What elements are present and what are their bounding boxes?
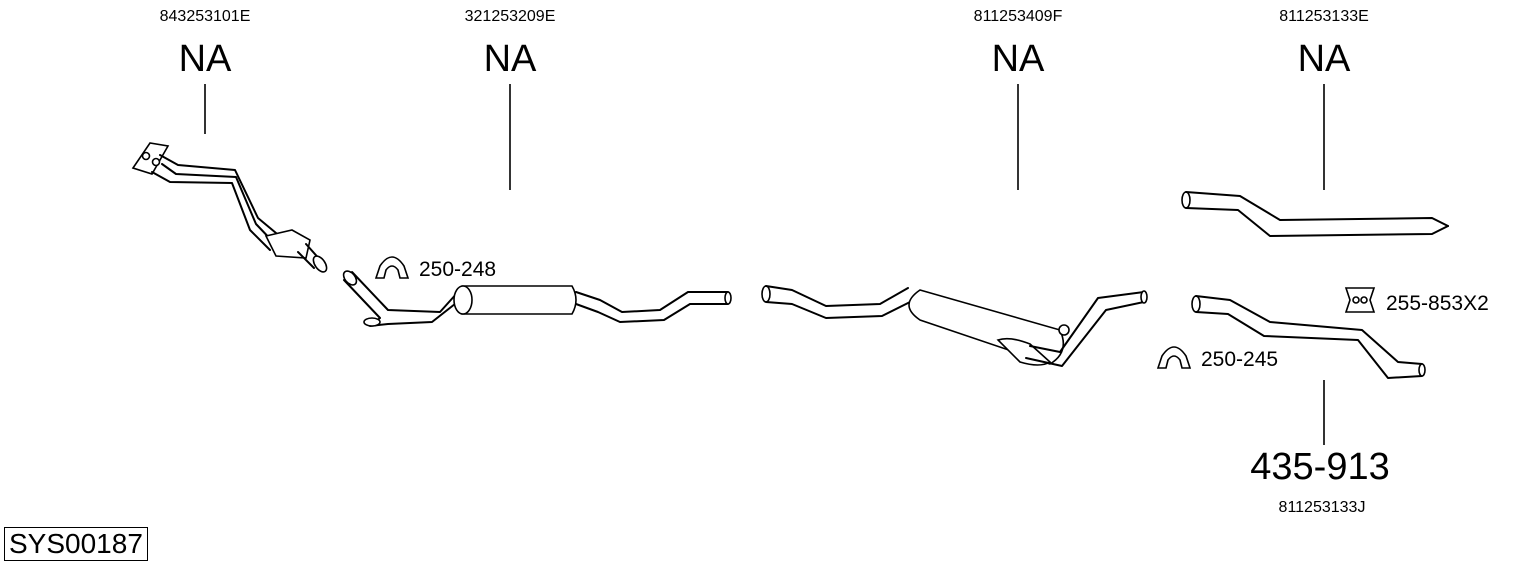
- accessory-code-clamp-1: 250-248: [419, 258, 497, 281]
- part-oem-843253101E: 843253101E: [159, 8, 251, 25]
- rubber-mount-icon: [1344, 287, 1376, 313]
- front-pipe-part[interactable]: [131, 142, 329, 274]
- part-oem-811253409F: 811253409F: [973, 8, 1063, 25]
- rear-silencer-part[interactable]: [761, 285, 1148, 367]
- accessory-code-clamp-2: 250-245: [1201, 348, 1279, 371]
- part-oem-811253133J: 811253133J: [1278, 499, 1366, 516]
- system-id-box: SYS00187: [4, 527, 148, 561]
- part-oem-321253209E: 321253209E: [464, 8, 556, 25]
- part-code-3: NA: [991, 38, 1045, 80]
- clamp-icon: [374, 256, 410, 279]
- accessory-code-mount: 255-853X2: [1386, 292, 1489, 315]
- centre-silencer-part[interactable]: [341, 269, 732, 327]
- tail-pipe-upper-part[interactable]: [1181, 191, 1449, 237]
- part-code-2: NA: [483, 38, 537, 80]
- tail-pipe-lower-part[interactable]: [1191, 295, 1426, 379]
- part-oem-811253133E: 811253133E: [1279, 8, 1369, 25]
- part-code-4: NA: [1297, 38, 1351, 80]
- part-code-1: NA: [178, 38, 232, 80]
- part-code-5: 435-913: [1250, 446, 1390, 488]
- clamp-icon: [1156, 346, 1192, 369]
